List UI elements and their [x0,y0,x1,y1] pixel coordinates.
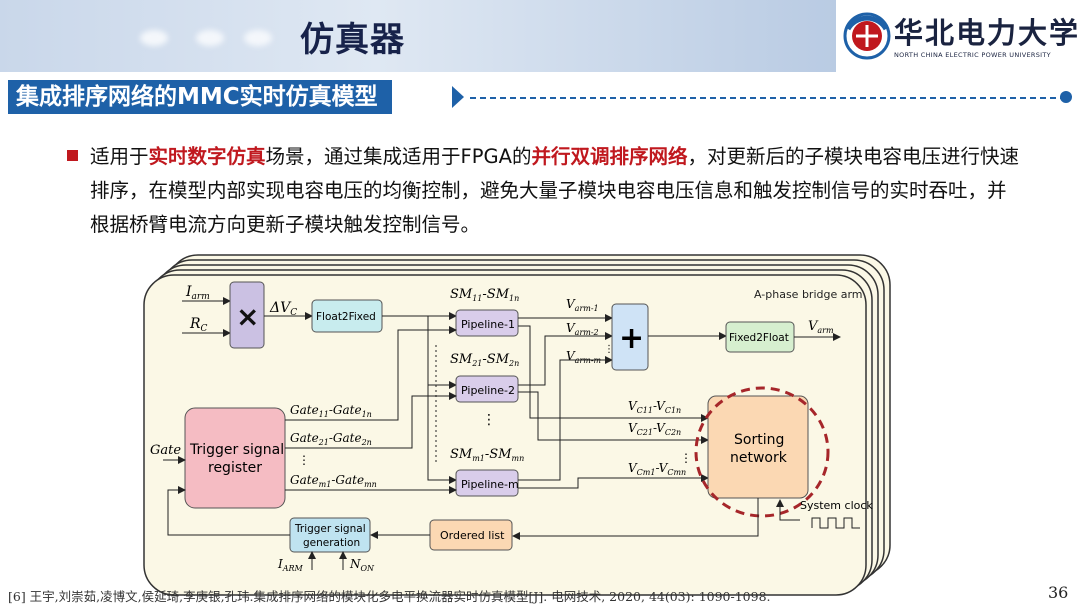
university-name-en: NORTH CHINA ELECTRIC POWER UNIVERSITY [894,51,1051,59]
varm-2-label: Varm-2 [566,321,599,337]
body-text: 场景，通过集成适用于FPGA的 [265,145,532,168]
iarm-input-label: IARM [277,557,304,573]
body-text: 适用于 [90,145,149,168]
ordered-list-label: Ordered list [440,529,505,542]
vc1-label: VC11-VC1n [628,399,681,415]
system-clock-label: System clock [800,499,873,512]
bullet-icon [67,150,78,161]
highlight-realtime: 实时数字仿真 [148,145,266,168]
trigger-register-label-1: Trigger signal [189,442,284,458]
pipeline-1-block [455,309,519,337]
gate-2-label: Gate21-Gate2n [290,431,372,447]
blurred-text [244,30,272,46]
section-heading: 集成排序网络的MMC实时仿真模型 [8,80,392,114]
trigger-generation-label-1: Trigger signal [294,523,366,535]
gate-input-label: Gate [150,443,181,458]
university-logo-block: 华北电力大学 NORTH CHINA ELECTRIC POWER UNIVER… [838,0,1080,72]
gate-dots: ⋮ [298,453,310,467]
blurred-text [140,30,168,46]
input-rc: RC [189,316,208,334]
vc2-label: VC21-VC2n [628,421,681,437]
varm-dots: ⋮ [604,344,614,355]
pipeline-2-block [455,375,519,403]
delta-vc-label: ΔVC [269,300,297,318]
pipeline-dots: ⋮ [482,412,496,428]
university-emblem-icon [843,12,891,60]
sorting-network-highlight-ring [694,386,830,518]
varm-1-label: Varm-1 [566,297,599,313]
pipeline-m-block [455,469,519,497]
body-text: ，对更新后的子模块电容电压进行快速排序，在模型内部实现电容电压的均衡控制，避免大… [90,145,1019,236]
pipeline-2-label: Pipeline-2 [461,384,515,397]
multiply-block [229,281,265,349]
sm1-label: SM11-SM1n [450,287,519,303]
fixed2float-label: Fixed2Float [729,332,789,344]
trigger-register-block [184,407,286,509]
sum-block [611,303,649,371]
sorting-network-label-2: network [730,450,788,466]
frame-title: A-phase bridge arm [754,288,863,301]
float2fixed-label: Float2Fixed [316,311,376,323]
vcm-label: VCm1-VCmn [628,461,686,477]
sorting-network-label-1: Sorting [734,432,784,448]
highlight-sorting-network: 并行双调排序网络 [531,145,688,168]
sum-symbol: + [619,321,644,356]
sm2-label: SM21-SM2n [450,352,519,368]
multiply-symbol: × [236,300,259,333]
clock-waveform-icon [811,517,860,529]
section-divider [470,97,1066,99]
input-iarm: Iarm [185,284,210,302]
title-banner: 仿真器 [0,0,836,72]
smm-label: SMm1-SMmn [450,447,524,463]
pipeline-m-label: Pipeline-m [461,478,519,491]
section-divider-dot [1060,91,1072,103]
body-paragraph: 适用于实时数字仿真场景，通过集成适用于FPGA的并行双调排序网络，对更新后的子模… [90,140,1025,242]
university-name-cn: 华北电力大学 [894,16,1080,50]
trigger-generation-label-2: generation [303,537,360,549]
varm-output-label: Varm [808,319,834,335]
slide-title: 仿真器 [300,20,405,60]
section-arrow [452,86,464,108]
pipeline-1-label: Pipeline-1 [461,318,515,331]
non-input-label: NON [349,557,375,573]
page-number: 36 [1048,583,1069,602]
reference-citation: [6] 王宇,刘崇茹,凌博文,侯延琦,李庚银,孔玮.集成排序网络的模块化多电平换… [8,589,771,604]
gate-1-label: Gate11-Gate1n [290,403,372,419]
vc-dots: ⋮ [680,451,692,465]
gate-m-label: Gatem1-Gatemn [290,473,377,489]
blurred-text [196,30,224,46]
trigger-register-label-2: register [208,460,262,476]
